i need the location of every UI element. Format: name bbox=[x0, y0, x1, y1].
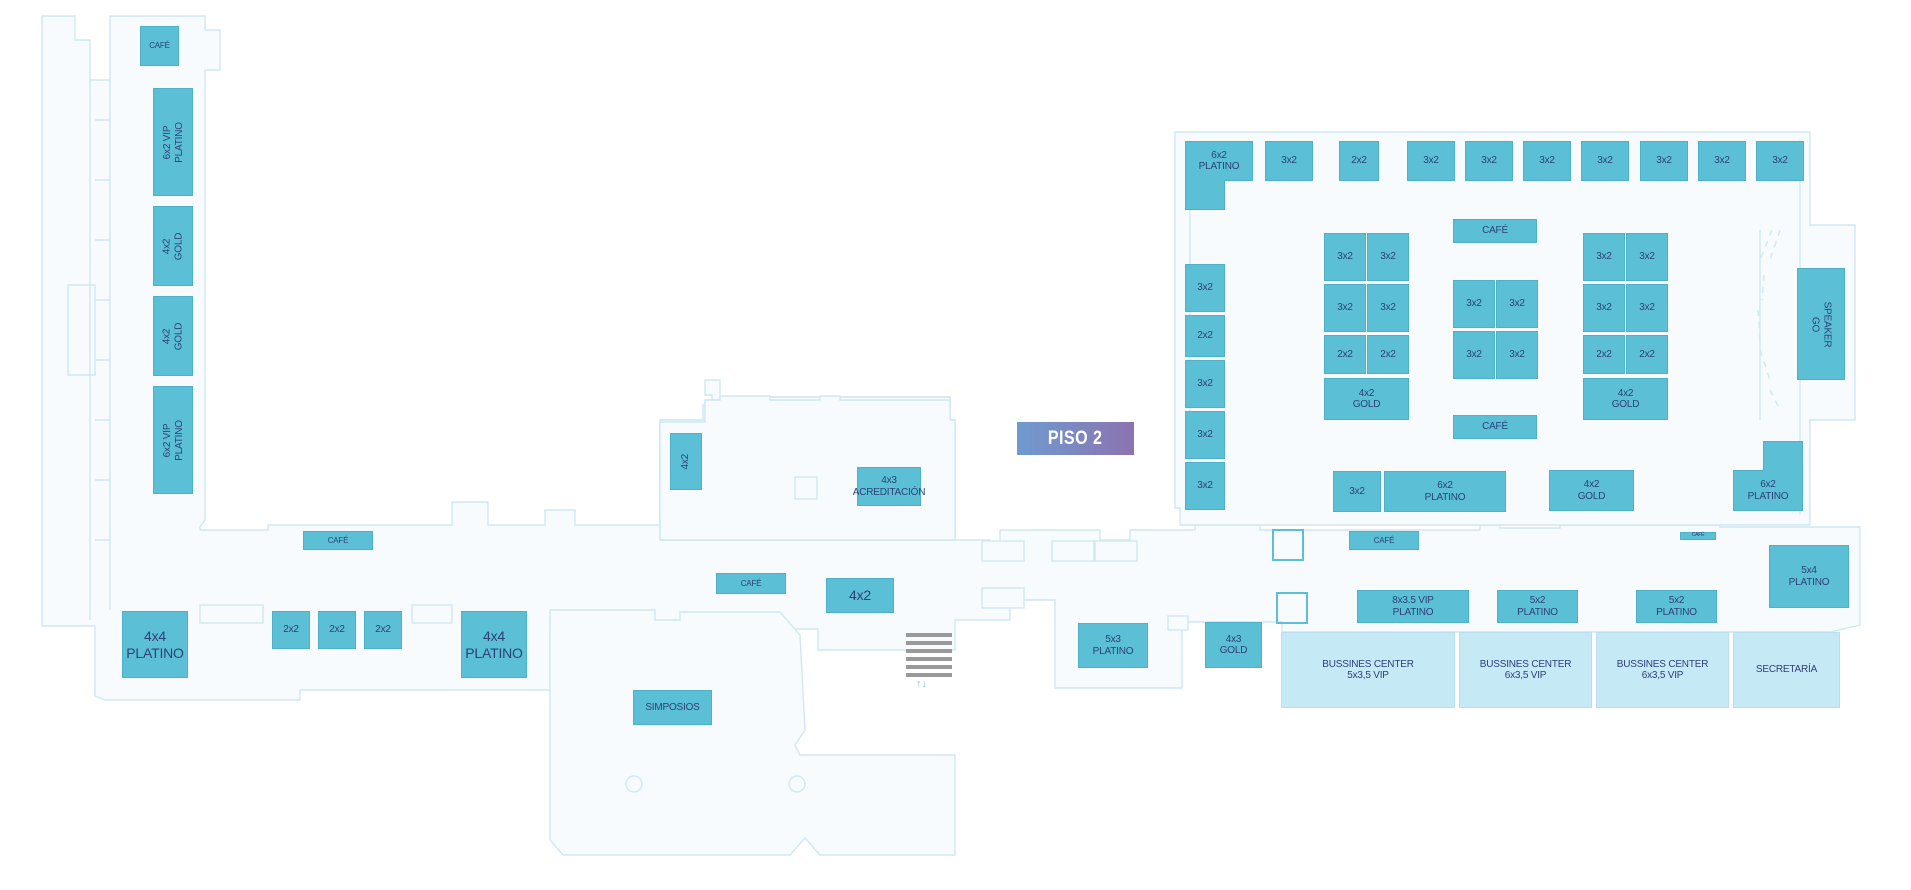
booth-ga-2[interactable]: 3x2 bbox=[1367, 233, 1409, 281]
booth-left-5[interactable]: 3x2 bbox=[1185, 462, 1225, 510]
column-2 bbox=[788, 775, 806, 793]
booth-bottom-4x2-gold[interactable]: 4x2 GOLD bbox=[1549, 470, 1634, 511]
stairs-icon bbox=[906, 633, 952, 677]
booth-ga-4[interactable]: 3x2 bbox=[1367, 284, 1409, 332]
booth-business-center-2[interactable]: BUSSINES CENTER 6x3,5 VIP bbox=[1459, 632, 1592, 708]
booth-top-3x2-3[interactable]: 3x2 bbox=[1465, 141, 1513, 181]
booth-4x3-gold[interactable]: 4x3 GOLD bbox=[1205, 622, 1262, 668]
booth-west-vip-1[interactable]: 6x2 VIP PLATINO bbox=[153, 88, 193, 196]
booth-8x35-vip-platino[interactable]: 8x3.5 VIP PLATINO bbox=[1357, 590, 1469, 623]
booth-ga-gold[interactable]: 4x2 GOLD bbox=[1324, 378, 1409, 420]
booth-bottom-6x2-platino[interactable]: 6x2 PLATINO bbox=[1384, 471, 1506, 512]
booth-top-3x2-2[interactable]: 3x2 bbox=[1407, 141, 1455, 181]
booth-gc-gold[interactable]: 4x2 GOLD bbox=[1583, 378, 1668, 420]
booth-simposios[interactable]: SIMPOSIOS bbox=[633, 690, 712, 725]
booth-business-center-3[interactable]: BUSSINES CENTER 6x3,5 VIP bbox=[1596, 632, 1729, 708]
booth-4x4-platino-right[interactable]: 4x4 PLATINO bbox=[461, 611, 527, 678]
booth-top-2x2[interactable]: 2x2 bbox=[1339, 141, 1379, 181]
booth-top-3x2-7[interactable]: 3x2 bbox=[1698, 141, 1746, 181]
booth-gb-4[interactable]: 3x2 bbox=[1496, 331, 1538, 379]
booth-left-3[interactable]: 3x2 bbox=[1185, 360, 1225, 408]
booth-5x2-platino-b[interactable]: 5x2 PLATINO bbox=[1636, 590, 1717, 623]
booth-gc-4[interactable]: 3x2 bbox=[1626, 284, 1668, 332]
square-marker-2 bbox=[1276, 592, 1308, 624]
booth-ga-1[interactable]: 3x2 bbox=[1324, 233, 1366, 281]
booth-west-gold-2[interactable]: 4x2 GOLD bbox=[153, 296, 193, 376]
booth-ga-6[interactable]: 2x2 bbox=[1367, 335, 1409, 374]
column-square bbox=[794, 476, 818, 500]
booth-top-3x2-4[interactable]: 3x2 bbox=[1523, 141, 1571, 181]
west-wall-detail bbox=[67, 80, 111, 620]
booth-gc-1[interactable]: 3x2 bbox=[1583, 233, 1625, 281]
booth-4x2-vertical[interactable]: 4x2 bbox=[670, 433, 702, 490]
booth-2x2-a[interactable]: 2x2 bbox=[272, 611, 310, 649]
booth-bottom-6x2-platino-right-ext bbox=[1763, 441, 1803, 471]
booth-hall-cafe-bottom[interactable]: CAFÉ bbox=[1453, 415, 1537, 439]
counter-right bbox=[411, 604, 453, 624]
counter-mid-5 bbox=[1167, 615, 1189, 631]
counter-mid-3 bbox=[1094, 540, 1138, 562]
booth-acreditacion[interactable]: 4x3 ACREDITACIÓN bbox=[853, 467, 925, 506]
counter-mid-4 bbox=[981, 587, 1025, 609]
booth-left-2[interactable]: 2x2 bbox=[1185, 315, 1225, 357]
booth-top-3x2-6[interactable]: 3x2 bbox=[1640, 141, 1688, 181]
booth-5x3-platino[interactable]: 5x3 PLATINO bbox=[1078, 623, 1148, 668]
booth-2x2-c[interactable]: 2x2 bbox=[364, 611, 402, 649]
booth-ga-3[interactable]: 3x2 bbox=[1324, 284, 1366, 332]
simposios-room-wall bbox=[549, 609, 956, 856]
booth-cafe-mid[interactable]: CAFÉ bbox=[716, 573, 786, 594]
booth-ga-5[interactable]: 2x2 bbox=[1324, 335, 1366, 374]
floor-title: PISO 2 bbox=[1017, 422, 1134, 455]
counter-mid-2 bbox=[1051, 540, 1095, 562]
booth-5x2-platino-a[interactable]: 5x2 PLATINO bbox=[1497, 590, 1578, 623]
square-marker-1 bbox=[1272, 529, 1304, 561]
booth-gc-3[interactable]: 3x2 bbox=[1583, 284, 1625, 332]
booth-hall-cafe-top[interactable]: CAFÉ bbox=[1453, 219, 1537, 243]
booth-west-gold-1[interactable]: 4x2 GOLD bbox=[153, 206, 193, 286]
counter-mid-1 bbox=[981, 540, 1025, 562]
booth-gb-3[interactable]: 3x2 bbox=[1453, 331, 1495, 379]
counter-left bbox=[199, 604, 264, 624]
booth-top-3x2-1[interactable]: 3x2 bbox=[1265, 141, 1313, 181]
booth-hall-6x2-platino[interactable]: 6x2 PLATINO bbox=[1185, 141, 1253, 181]
booth-4x4-platino-left[interactable]: 4x4 PLATINO bbox=[122, 611, 188, 678]
main-hall-wall bbox=[1174, 131, 1856, 526]
booth-gb-1[interactable]: 3x2 bbox=[1453, 280, 1495, 328]
booth-cafe-lower[interactable]: CAFÉ bbox=[1349, 531, 1419, 550]
booth-left-4[interactable]: 3x2 bbox=[1185, 411, 1225, 459]
booth-gb-2[interactable]: 3x2 bbox=[1496, 280, 1538, 328]
booth-gc-5[interactable]: 2x2 bbox=[1583, 335, 1625, 374]
booth-business-center-1[interactable]: BUSSINES CENTER 5x3,5 VIP bbox=[1281, 632, 1455, 708]
column-1 bbox=[625, 775, 643, 793]
booth-bottom-3x2[interactable]: 3x2 bbox=[1333, 471, 1381, 512]
booth-top-3x2-5[interactable]: 3x2 bbox=[1581, 141, 1629, 181]
booth-hall-6x2-platino-ext bbox=[1185, 180, 1225, 210]
booth-gc-2[interactable]: 3x2 bbox=[1626, 233, 1668, 281]
stage-lines bbox=[1757, 229, 1781, 411]
booth-left-1[interactable]: 3x2 bbox=[1185, 264, 1225, 312]
booth-bottom-6x2-platino-right[interactable]: 6x2 PLATINO bbox=[1733, 470, 1803, 511]
booth-cafe-corridor[interactable]: CAFÉ bbox=[303, 531, 373, 550]
booth-speaker-go[interactable]: SPEAKER GO bbox=[1797, 268, 1845, 380]
booth-cafe-top[interactable]: CAFÉ bbox=[140, 26, 179, 66]
booth-4x2-mid[interactable]: 4x2 bbox=[826, 578, 894, 613]
up-down-arrows-icon: ↑↓ bbox=[916, 678, 927, 690]
booth-2x2-b[interactable]: 2x2 bbox=[318, 611, 356, 649]
booth-top-3x2-8[interactable]: 3x2 bbox=[1756, 141, 1804, 181]
booth-5x4-platino[interactable]: 5x4 PLATINO bbox=[1769, 545, 1849, 608]
booth-gc-6[interactable]: 2x2 bbox=[1626, 335, 1668, 374]
booth-tiny-cafe[interactable]: CAFÉ bbox=[1680, 532, 1716, 540]
booth-west-vip-2[interactable]: 6x2 VIP PLATINO bbox=[153, 386, 193, 494]
booth-secretaria[interactable]: SECRETARÍA bbox=[1733, 632, 1840, 708]
